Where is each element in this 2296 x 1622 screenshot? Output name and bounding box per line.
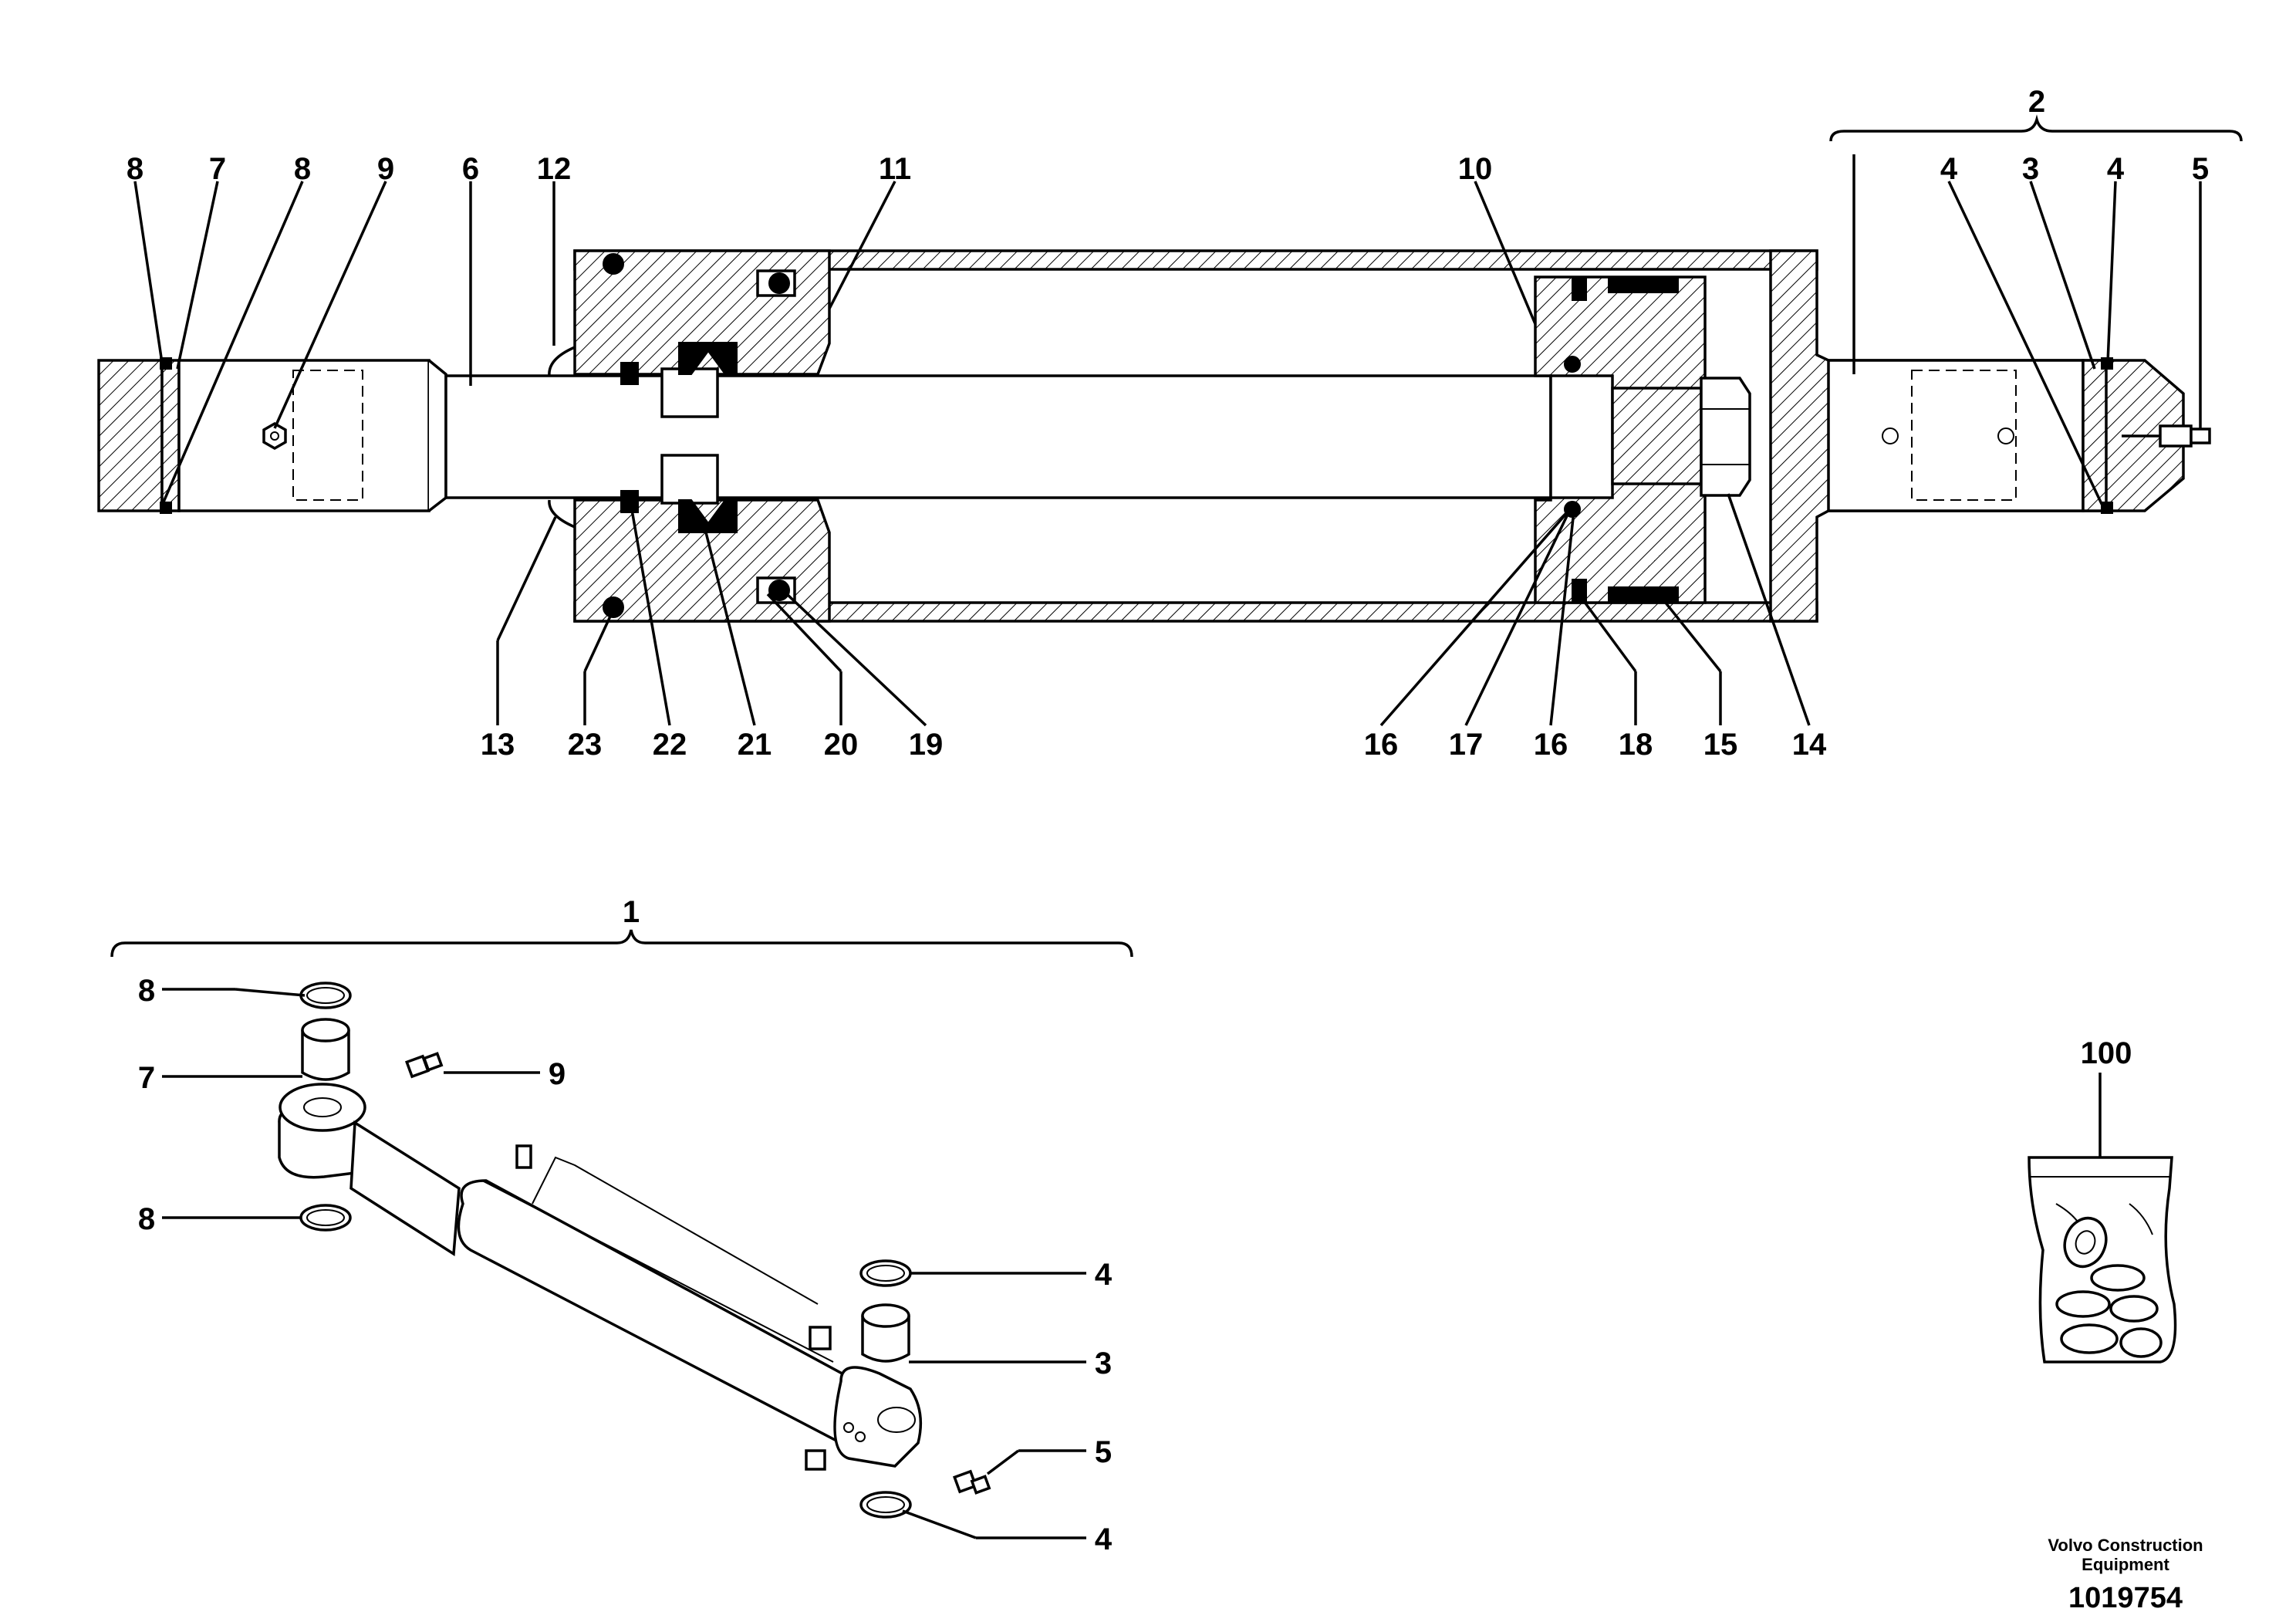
guide-ring-15-top <box>1608 278 1679 293</box>
cylinder-assembly-view: 1 <box>110 895 1133 1556</box>
callout-10: 10 <box>1458 152 1493 186</box>
cylinder-base-eye <box>1769 249 2211 623</box>
dirt-wiper-13 <box>548 499 576 529</box>
company-name: Volvo Construction <box>2048 1536 2203 1555</box>
callout-100: 100 <box>2081 1036 2132 1070</box>
section-leader-lines <box>133 181 2202 727</box>
seal-ring-4-upper <box>859 1259 912 1287</box>
wiper-ring-22b <box>620 490 639 513</box>
callout-9: 9 <box>549 1057 566 1091</box>
seal-ring-4-lower <box>859 1491 912 1519</box>
callout-5: 5 <box>1095 1435 1112 1469</box>
piston-seal-18-bottom <box>1572 579 1587 602</box>
o-ring-23-bottom <box>603 596 624 618</box>
callout-8: 8 <box>127 152 144 186</box>
o-ring-19-top <box>768 272 790 294</box>
callout-4: 4 <box>1095 1522 1113 1556</box>
drawing-footer: Volvo Construction Equipment 1019754 <box>2048 1536 2203 1614</box>
callout-11: 11 <box>879 152 911 186</box>
bushing-7 <box>301 1018 350 1081</box>
guide-ring-15-bottom <box>1608 586 1679 602</box>
callout-6: 6 <box>462 152 479 186</box>
piston-seal-18-top <box>1572 278 1587 301</box>
callout-22: 22 <box>653 728 687 762</box>
cylinder-head <box>548 249 831 623</box>
seal-ring-8-top <box>160 357 172 370</box>
rod-eye-end <box>97 357 447 514</box>
lock-nut-14 <box>1611 377 1751 497</box>
company-name-line2: Equipment <box>2082 1555 2169 1574</box>
rod-seal-21-top <box>678 342 738 375</box>
callout-9: 9 <box>377 152 394 186</box>
cylinder-body-assy <box>278 1083 923 1471</box>
callout-13: 13 <box>481 728 515 762</box>
assembly-leader-lines <box>162 988 1086 1539</box>
callout-8: 8 <box>138 1202 155 1236</box>
callout-7: 7 <box>138 1061 155 1095</box>
grease-nipple-9 <box>262 421 287 451</box>
callout-12: 12 <box>537 152 572 186</box>
callout-8: 8 <box>138 974 155 1008</box>
callout-18: 18 <box>1619 728 1653 762</box>
bushing-3 <box>861 1303 910 1363</box>
wiper-ring-22 <box>620 362 639 385</box>
section-callouts: 8 7 8 9 6 12 11 10 2 4 3 4 5 13 23 22 21… <box>127 85 2209 762</box>
callout-4: 4 <box>1940 152 1958 186</box>
o-ring-19-bottom <box>768 580 790 601</box>
seal-ring-8-upper <box>299 982 352 1009</box>
grease-nipple-5-assy <box>953 1469 991 1495</box>
callout-15: 15 <box>1703 728 1738 762</box>
dirt-wiper-12 <box>548 346 576 377</box>
callout-5: 5 <box>2192 152 2209 186</box>
callout-7: 7 <box>209 152 226 186</box>
callout-21: 21 <box>738 728 772 762</box>
callout-4: 4 <box>2107 152 2125 186</box>
seal-kit-bag: 100 <box>2028 1036 2177 1363</box>
grease-nipple-9-assy <box>405 1052 444 1079</box>
callout-14: 14 <box>1792 728 1827 762</box>
callout-2: 2 <box>2028 85 2045 119</box>
callout-4: 4 <box>1095 1258 1113 1292</box>
callout-3: 3 <box>2022 152 2039 186</box>
piston-rod <box>444 374 1612 499</box>
drawing-number: 1019754 <box>2068 1582 2183 1614</box>
brace-1 <box>110 929 1133 958</box>
callout-19: 19 <box>909 728 944 762</box>
assembly-callouts: 8 7 9 8 4 3 5 4 <box>138 974 1113 1556</box>
callout-16: 16 <box>1364 728 1399 762</box>
brace-2 <box>1829 114 2243 142</box>
callout-16: 16 <box>1534 728 1568 762</box>
callout-17: 17 <box>1449 728 1484 762</box>
seal-ring-8-lower <box>299 1204 352 1232</box>
callout-1: 1 <box>623 895 640 929</box>
callout-3: 3 <box>1095 1347 1112 1380</box>
o-ring-16-top <box>1564 356 1581 373</box>
callout-20: 20 <box>824 728 859 762</box>
o-ring-23-top <box>603 253 624 275</box>
cylinder-section-view: 8 7 8 9 6 12 11 10 2 4 3 4 5 13 23 22 21… <box>97 85 2243 762</box>
grease-nipple-5 <box>2122 424 2211 448</box>
rod-seal-21-bottom <box>678 499 738 533</box>
callout-8: 8 <box>294 152 311 186</box>
callout-23: 23 <box>568 728 603 762</box>
